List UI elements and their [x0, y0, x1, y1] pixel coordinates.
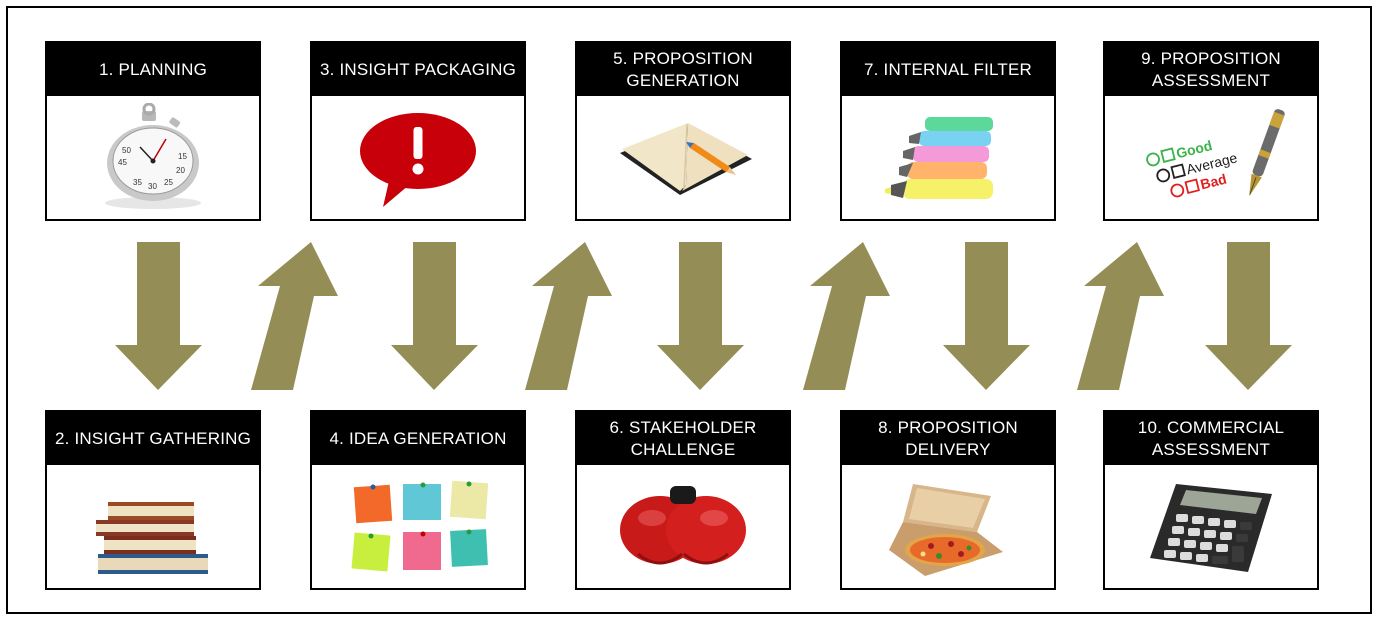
svg-text:25: 25: [164, 178, 173, 187]
svg-text:30: 30: [148, 182, 157, 191]
svg-text:35: 35: [133, 178, 142, 187]
step-title: 5. PROPOSITION GENERATION: [577, 43, 789, 96]
arrow-down-7-to-8: [943, 242, 1030, 390]
arrow-down-1-to-2: [115, 242, 202, 390]
step-title: 2. INSIGHT GATHERING: [47, 412, 259, 465]
step-card-5: 5. PROPOSITION GENERATION: [575, 41, 791, 221]
step-card-2: 2. INSIGHT GATHERING: [45, 410, 261, 590]
books-icon: [96, 501, 208, 574]
step-title: 1. PLANNING: [47, 43, 259, 96]
stopwatch-icon: 50 45 35 30 25 20 15: [105, 102, 201, 209]
svg-text:15: 15: [178, 152, 187, 161]
step-card-4: 4. IDEA GENERATION: [310, 410, 526, 590]
arrow-up-2-to-3: [251, 242, 338, 390]
step-title: 6. STAKEHOLDER CHALLENGE: [577, 412, 789, 465]
step-title: 10. COMMERCIAL ASSESSMENT: [1105, 412, 1317, 465]
pizza-box-icon: [889, 483, 1003, 576]
arrow-up-4-to-5: [525, 242, 612, 390]
step-card-7: 7. INTERNAL FILTER: [840, 41, 1056, 221]
step-card-3: 3. INSIGHT PACKAGING: [310, 41, 526, 221]
step-title: 3. INSIGHT PACKAGING: [312, 43, 524, 96]
step-card-9: 9. PROPOSITION ASSESSMENT Good Average B…: [1103, 41, 1319, 221]
step-card-6: 6. STAKEHOLDER CHALLENGE: [575, 410, 791, 590]
step-title: 9. PROPOSITION ASSESSMENT: [1105, 43, 1317, 96]
step-card-8: 8. PROPOSITION DELIVERY: [840, 410, 1056, 590]
sticky-notes-icon: [351, 480, 489, 572]
svg-text:20: 20: [176, 166, 185, 175]
arrow-down-3-to-4: [391, 242, 478, 390]
arrow-up-6-to-7: [803, 242, 890, 390]
checklist-pen-icon: Good Average Bad: [1146, 108, 1285, 197]
calculator-icon: [1150, 483, 1272, 572]
step-title: 8. PROPOSITION DELIVERY: [842, 412, 1054, 465]
boxing-gloves-icon: [620, 485, 746, 564]
arrow-up-8-to-9: [1077, 242, 1164, 390]
highlighters-icon: [885, 116, 993, 199]
arrow-down-9-to-10: [1205, 242, 1292, 390]
step-title: 4. IDEA GENERATION: [312, 412, 524, 465]
alert-speech-bubble-icon: [360, 112, 476, 207]
svg-text:50: 50: [122, 146, 131, 155]
arrow-down-5-to-6: [657, 242, 744, 390]
step-card-10: 10. COMMERCIAL ASSESSMENT: [1103, 410, 1319, 590]
svg-text:Bad: Bad: [1199, 170, 1229, 192]
step-title: 7. INTERNAL FILTER: [842, 43, 1054, 96]
svg-text:45: 45: [118, 158, 127, 167]
notebook-pencil-icon: [620, 122, 752, 195]
step-card-1: 1. PLANNING 50 45 35 30 25 20 15: [45, 41, 261, 221]
